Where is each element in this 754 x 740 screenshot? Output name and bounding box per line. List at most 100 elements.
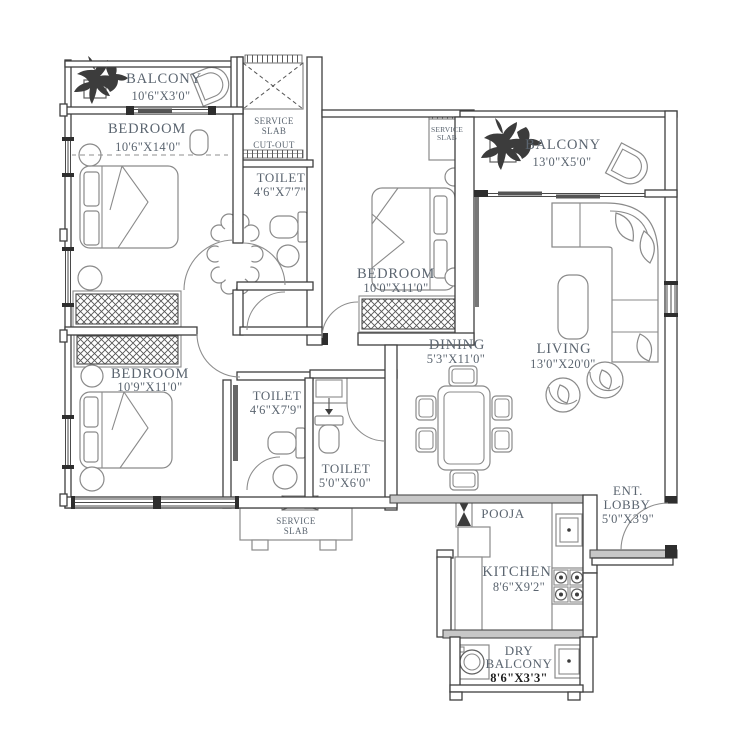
room-label: BEDROOM	[108, 121, 186, 137]
bed-icon	[79, 391, 173, 469]
room-dims: 8'6"X9'2"	[493, 580, 545, 594]
wardrobe-icon	[73, 332, 182, 368]
entrance-door-arc	[620, 502, 669, 551]
wall	[436, 556, 452, 638]
window	[62, 247, 74, 307]
wall	[384, 344, 398, 511]
room-dims: 10'0"X11'0"	[363, 281, 428, 295]
room-dims: 10'6"X3'0"	[132, 89, 191, 103]
room-label: BALCONY	[485, 656, 552, 671]
wc-icon	[269, 211, 308, 243]
wall-pilaster	[59, 228, 68, 242]
cushion-icon	[636, 333, 653, 362]
bed-icon	[371, 187, 456, 291]
sliding-window	[126, 106, 216, 115]
wall	[644, 189, 678, 198]
dining-table-icon	[437, 385, 491, 471]
room-label: KITCHEN	[482, 564, 551, 580]
room-label: TOILET	[257, 170, 306, 185]
wall	[236, 371, 314, 381]
washbasin-icon	[276, 244, 300, 268]
shower-panel-icon	[233, 385, 238, 461]
room-dims: 4'6"X7'9"	[250, 403, 302, 417]
room-dims: 5'3"X11'0"	[427, 352, 486, 366]
wall-column	[665, 496, 677, 503]
center-table-icon	[557, 274, 589, 340]
room-label: BEDROOM	[111, 366, 189, 382]
wall	[306, 56, 323, 346]
wall-column	[322, 333, 328, 345]
wall-pilaster	[59, 493, 68, 507]
room-label: SERVICE	[431, 125, 463, 134]
dining-chair-icon	[449, 469, 479, 491]
washbasin-counter-icon	[310, 375, 348, 415]
room-dims: 4'6"X7'7"	[254, 185, 306, 199]
wall	[321, 109, 475, 118]
wall	[232, 113, 244, 244]
room-label: SLAB	[284, 526, 309, 536]
window	[62, 137, 74, 177]
doors-windows-layer	[62, 106, 678, 551]
stool-icon	[80, 364, 104, 388]
wc-icon	[267, 427, 306, 459]
wall	[236, 159, 314, 168]
room-dims: 5'0"X3'9"	[602, 512, 654, 526]
washbasin-icon	[189, 66, 230, 108]
washbasin-icon	[604, 142, 648, 185]
wall-column	[474, 190, 488, 197]
wardrobe-icon	[358, 295, 466, 333]
wall	[357, 332, 475, 346]
room-label: ENT.	[613, 483, 643, 498]
wall	[449, 684, 584, 693]
wall	[459, 110, 678, 118]
wall	[64, 326, 198, 336]
bed-icon	[79, 165, 179, 249]
window	[664, 281, 678, 317]
sofa-icon	[551, 202, 659, 363]
room-label: SLAB	[262, 126, 287, 136]
wall	[454, 116, 475, 346]
door-arc	[242, 242, 286, 286]
plant-icon	[74, 56, 128, 104]
dining-chair-icon	[448, 365, 478, 387]
window	[62, 415, 74, 469]
room-label: LIVING	[537, 341, 592, 357]
armchair-icon	[586, 361, 624, 399]
wall	[309, 369, 398, 379]
wall	[222, 379, 232, 509]
wall	[304, 377, 314, 509]
washbasin-icon	[272, 464, 298, 490]
washing-machine-icon	[454, 644, 490, 680]
stool-icon	[77, 265, 103, 291]
wall	[567, 691, 581, 701]
wall	[449, 691, 463, 701]
door-arc	[196, 333, 241, 378]
cushion-icon	[615, 212, 634, 242]
room-dims: 10'6"X14'0"	[115, 140, 181, 154]
dining-chair-icon	[491, 427, 513, 453]
sliding-door-leaf	[475, 195, 479, 307]
door-arc	[183, 239, 235, 291]
room-label: SLAB	[437, 133, 457, 142]
wall	[239, 326, 323, 336]
wall-pilaster	[59, 103, 68, 117]
armchair-icon	[545, 377, 581, 413]
door-arc	[246, 291, 286, 331]
room-dims: 8'6"X3'3"	[490, 671, 548, 685]
room-label: BALCONY	[525, 137, 601, 153]
door-arc	[346, 402, 386, 442]
room-label: SERVICE	[276, 516, 316, 526]
room-label: BALCONY	[126, 71, 202, 87]
room-dims: 13'0"X20'0"	[530, 357, 596, 371]
door-arc	[246, 456, 281, 491]
room-label: DINING	[429, 337, 485, 353]
room-dims: 10'9"X11'0"	[117, 380, 182, 394]
room-label: TOILET	[322, 461, 371, 476]
room-dims: 13'0"X5'0"	[533, 155, 592, 169]
cushion-icon	[639, 230, 655, 264]
window	[157, 496, 239, 509]
wall	[442, 629, 584, 639]
sink-icon	[554, 644, 584, 679]
